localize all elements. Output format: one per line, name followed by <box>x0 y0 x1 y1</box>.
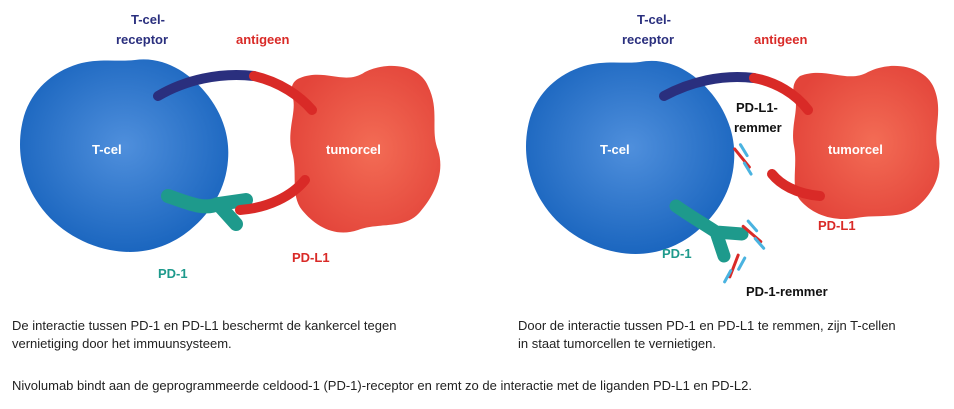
left-antigen <box>249 71 317 115</box>
right-panel: T-cel tumorcel T-cel- receptor antigeen … <box>526 12 940 299</box>
left-pdl1 <box>235 175 310 215</box>
pdl1-inhibitor-label-1: PD-L1- <box>736 100 778 115</box>
left-tumor-label: tumorcel <box>326 142 381 157</box>
left-antigen-label: antigeen <box>236 32 290 47</box>
right-pd1-label: PD-1 <box>662 246 692 261</box>
left-pdl1-label: PD-L1 <box>292 250 330 265</box>
left-pd1 <box>161 189 253 231</box>
left-caption: De interactie tussen PD-1 en PD-L1 besch… <box>12 317 472 353</box>
left-caption-line-1: De interactie tussen PD-1 en PD-L1 besch… <box>12 318 397 333</box>
left-receptor-label-2: receptor <box>116 32 168 47</box>
left-panel: T-cel tumorcel T-cel- receptor antigeen … <box>20 12 441 281</box>
right-pd1 <box>669 199 749 263</box>
right-tcell-label: T-cel <box>600 142 630 157</box>
right-antigen <box>749 73 813 115</box>
right-pdl1-label: PD-L1 <box>818 218 856 233</box>
right-receptor-label-2: receptor <box>622 32 674 47</box>
pd1-inhibitor-label: PD-1-remmer <box>746 284 828 299</box>
left-receptor-label-1: T-cel- <box>131 12 165 27</box>
pd1-mechanism-diagram: T-cel tumorcel T-cel- receptor antigeen … <box>20 12 940 299</box>
right-tumor-label: tumorcel <box>828 142 883 157</box>
footnote: Nivolumab bindt aan de geprogrammeerde c… <box>12 378 752 393</box>
left-t-cell <box>20 59 229 252</box>
right-pdl1 <box>767 169 825 201</box>
right-tumor-cell <box>793 65 940 220</box>
left-caption-line-2: vernietiging door het immuunsysteem. <box>12 336 232 351</box>
pdl1-inhibitor-label-2: remmer <box>734 120 782 135</box>
left-t-cell-receptor <box>153 69 259 101</box>
right-caption-line-2: in staat tumorcellen te vernietigen. <box>518 336 716 351</box>
right-t-cell-receptor <box>659 71 759 101</box>
right-caption: Door de interactie tussen PD-1 en PD-L1 … <box>518 317 938 353</box>
right-caption-line-1: Door de interactie tussen PD-1 en PD-L1 … <box>518 318 896 333</box>
left-pd1-label: PD-1 <box>158 266 188 281</box>
left-tcell-label: T-cel <box>92 142 122 157</box>
left-tumor-cell <box>290 65 441 233</box>
right-receptor-label-1: T-cel- <box>637 12 671 27</box>
right-antigen-label: antigeen <box>754 32 808 47</box>
